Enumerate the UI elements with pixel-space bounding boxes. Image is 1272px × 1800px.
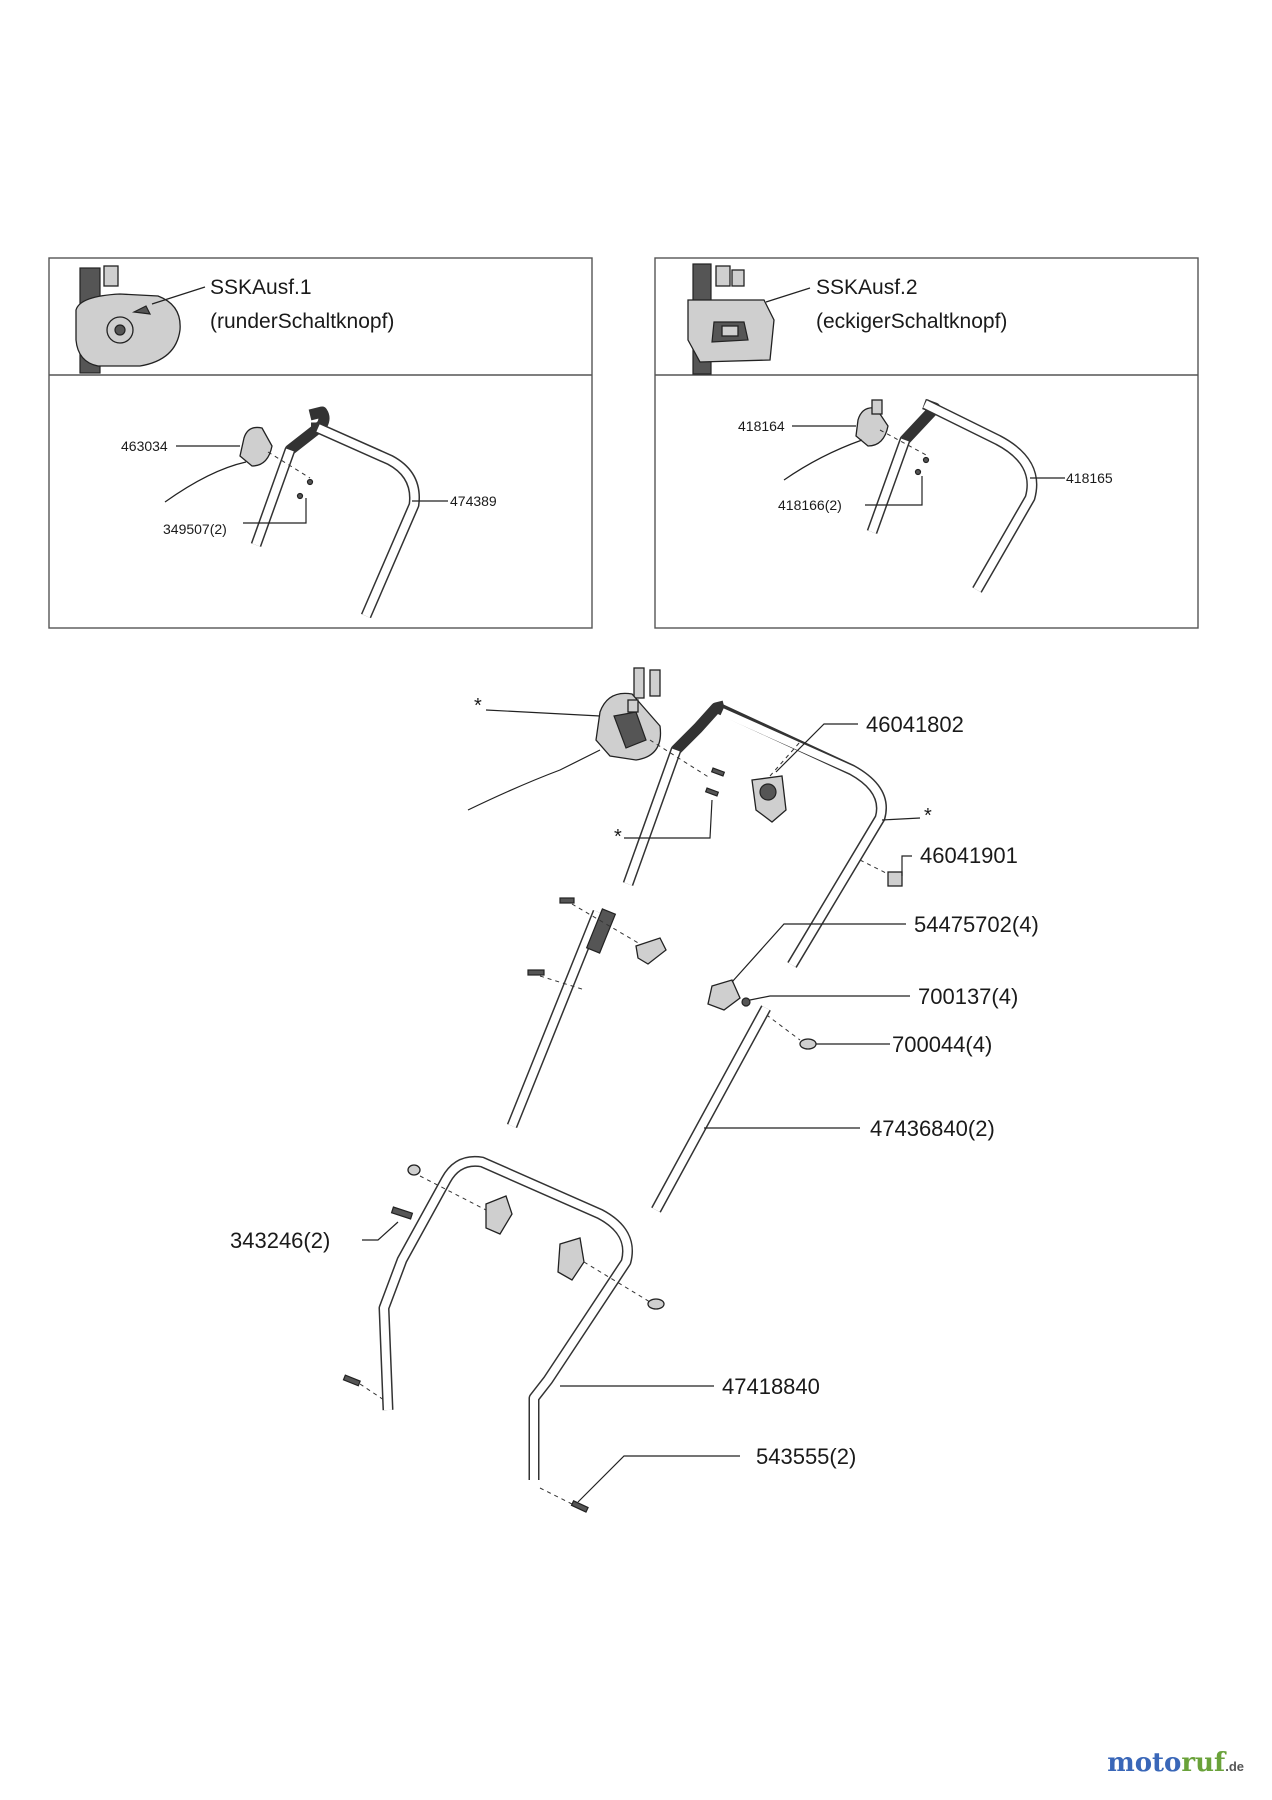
v2-label-418166: 418166(2) xyxy=(778,497,842,513)
v1-switch-housing xyxy=(239,426,273,467)
switch-housing-assembly xyxy=(595,667,662,761)
leader-asterisk-switch xyxy=(485,709,601,717)
variant-2-thumb-leader xyxy=(765,287,811,303)
leader-54475702 xyxy=(731,923,906,983)
lower-lever-left xyxy=(485,1195,513,1235)
motoruf-watermark: motoruf.de xyxy=(1107,1748,1244,1778)
main-exploded-view: * * * 46041802 46041901 54475702(4) xyxy=(230,667,1039,1513)
watermark-brand-a: moto xyxy=(1107,1748,1182,1778)
v2-label-418164: 418164 xyxy=(738,418,785,434)
asterisk-switch: * xyxy=(474,695,482,717)
watermark-tld: .de xyxy=(1225,1759,1244,1774)
variant-1-panel: SSKAusf.1 (runderSchaltknopf) 463034 349… xyxy=(48,257,593,629)
v1-main-handle-tube xyxy=(311,422,420,619)
v1-label-463034: 463034 xyxy=(121,438,168,454)
label-54475702: 54475702(4) xyxy=(914,912,1039,937)
variant-2-subtitle: (eckigerSchaltknopf) xyxy=(816,310,1007,333)
bolt-part xyxy=(390,1206,414,1220)
variant-2-panel: SSKAusf.2 (eckigerSchaltknopf) 418164 41… xyxy=(654,257,1199,629)
main-cable xyxy=(467,749,601,811)
v2-cable xyxy=(783,439,863,481)
variant-1-thumb-leader xyxy=(151,286,206,305)
asterisk-screws: * xyxy=(614,826,622,848)
label-700044: 700044(4) xyxy=(892,1032,992,1057)
cable-guide-part xyxy=(751,775,787,823)
variant-1-title: SSKAusf.1 xyxy=(210,276,312,299)
label-46041802: 46041802 xyxy=(866,712,964,737)
end-screw-part xyxy=(570,1500,589,1513)
label-700137: 700137(4) xyxy=(918,984,1018,1009)
variant-2-frame xyxy=(654,257,1199,629)
washer-part xyxy=(741,997,751,1007)
leader-46041901 xyxy=(901,855,912,876)
v1-cable xyxy=(164,461,247,503)
variant-1-frame xyxy=(48,257,593,629)
leader-343246 xyxy=(362,1221,399,1241)
leader-46041802 xyxy=(775,723,858,773)
label-47436840: 47436840(2) xyxy=(870,1116,995,1141)
leader-asterisk-screws xyxy=(624,799,713,839)
watermark-brand-b: ruf xyxy=(1181,1748,1226,1778)
label-47418840: 47418840 xyxy=(722,1374,820,1399)
square-switch-thumbnail-icon xyxy=(687,263,775,375)
leader-543555 xyxy=(577,1455,740,1503)
v2-label-418165: 418165 xyxy=(1066,470,1113,486)
label-46041901: 46041901 xyxy=(920,843,1018,868)
quick-release-lever-right xyxy=(707,979,741,1011)
end-plug-part xyxy=(887,871,903,887)
leader-asterisk-handle xyxy=(881,817,921,821)
v1-leader-349507 xyxy=(243,498,307,524)
variant-1-subtitle: (runderSchaltknopf) xyxy=(210,310,394,333)
v2-switch-housing xyxy=(855,407,889,447)
label-543555: 543555(2) xyxy=(756,1444,856,1469)
v1-label-349507: 349507(2) xyxy=(163,521,227,537)
v1-label-474389: 474389 xyxy=(450,493,497,509)
leader-700137 xyxy=(749,995,910,1001)
asterisk-handle: * xyxy=(924,805,932,827)
round-switch-thumbnail-icon xyxy=(75,265,181,374)
variant-2-title: SSKAusf.2 xyxy=(816,276,918,299)
label-343246: 343246(2) xyxy=(230,1228,330,1253)
v2-leader-418166 xyxy=(865,476,923,506)
knob-bolt-part xyxy=(799,1038,817,1050)
lower-lever-right xyxy=(557,1237,585,1281)
quick-release-lever-upper-left xyxy=(635,937,667,965)
